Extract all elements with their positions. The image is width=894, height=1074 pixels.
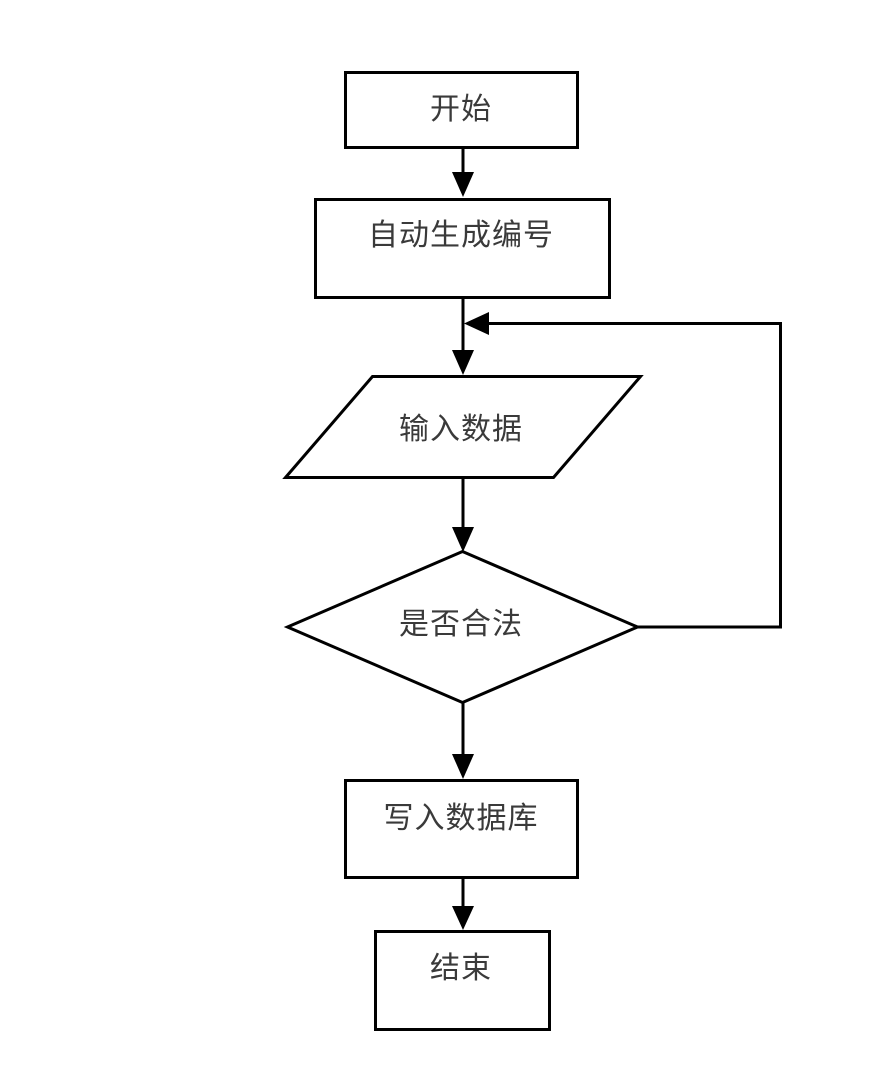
node-start[interactable]: 开始 xyxy=(344,71,579,149)
connector-input-to-decision xyxy=(452,477,474,552)
input-data-parallelogram[interactable] xyxy=(282,375,644,479)
node-write-db[interactable]: 写入数据库 xyxy=(344,779,579,879)
connector-loopback-path xyxy=(482,322,782,629)
arrowhead-down-icon xyxy=(452,754,474,779)
node-auto-number[interactable]: 自动生成编号 xyxy=(314,198,611,299)
connector-writedb-to-end xyxy=(452,877,474,930)
write-db-rectangle[interactable] xyxy=(344,779,579,879)
node-is-valid[interactable]: 是否合法 xyxy=(283,549,642,705)
write-db-label: 写入数据库 xyxy=(384,802,539,835)
start-label: 开始 xyxy=(430,93,492,126)
arrowhead-down-icon xyxy=(452,172,474,197)
arrowhead-down-icon xyxy=(452,527,474,552)
connector-autonumber-to-input xyxy=(452,298,474,375)
end-label: 结束 xyxy=(430,952,492,985)
connector-loopback-invalid xyxy=(464,312,782,629)
arrowhead-down-icon xyxy=(452,350,474,375)
end-rectangle[interactable] xyxy=(374,930,551,1031)
start-rectangle[interactable] xyxy=(344,71,579,149)
auto-number-rectangle[interactable] xyxy=(314,198,611,299)
connector-decision-to-writedb xyxy=(452,702,474,779)
auto-number-label: 自动生成编号 xyxy=(368,219,554,252)
node-end[interactable]: 结束 xyxy=(374,930,551,1031)
connector-start-to-autonumber xyxy=(452,148,474,197)
is-valid-label: 是否合法 xyxy=(399,608,523,641)
arrowhead-left-icon xyxy=(464,312,489,335)
input-data-label: 输入数据 xyxy=(399,413,523,446)
arrowhead-down-icon xyxy=(452,906,474,930)
node-input-data[interactable]: 输入数据 xyxy=(282,375,644,479)
